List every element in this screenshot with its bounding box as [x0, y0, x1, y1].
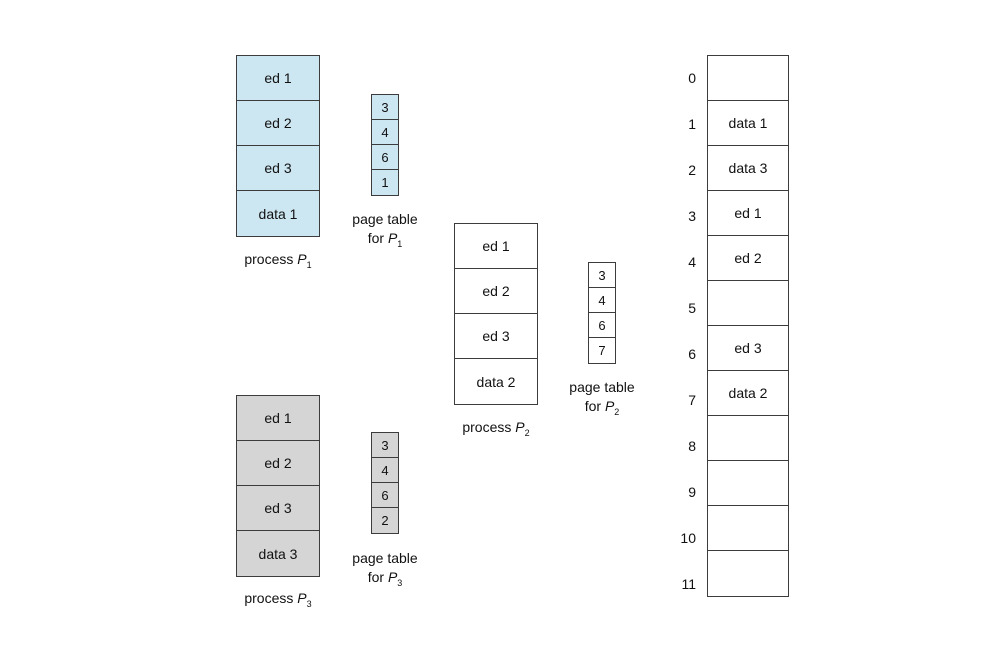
- page-table-p1-entry: 3: [372, 95, 398, 120]
- process-p1-label: process P1: [228, 251, 328, 270]
- process-p3-page: ed 3: [237, 486, 319, 531]
- memory-frame-number: 9: [688, 484, 696, 500]
- page-table-p3-label-line2: for: [367, 569, 385, 585]
- process-p2-page: ed 3: [455, 314, 537, 359]
- page-table-p3-label: page table for P3: [337, 549, 433, 587]
- memory-frame-number: 6: [688, 346, 696, 362]
- page-table-p2-label-sub: 2: [614, 406, 620, 417]
- memory-frame-numbers: 0 1 2 3 4 5 6 7 8 9 10 11: [648, 55, 696, 607]
- memory-frame: [708, 56, 788, 101]
- memory-frame: data 1: [708, 101, 788, 146]
- page-table-p3-entry: 3: [372, 433, 398, 458]
- page-table-p1-label: page table for P1: [337, 210, 433, 248]
- page-table-p3-label-var: P: [387, 569, 398, 585]
- process-p1-label-sub: 1: [306, 259, 312, 270]
- memory-frame: [708, 416, 788, 461]
- memory-frame: ed 2: [708, 236, 788, 281]
- page-table-p2-label: page table for P2: [554, 378, 650, 416]
- page-table-p2-label-var: P: [604, 398, 615, 414]
- page-table-p1-label-line1: page table: [352, 211, 418, 227]
- page-table-p1-label-sub: 1: [397, 238, 403, 249]
- process-p1-label-text: process: [244, 251, 294, 267]
- memory-frame: [708, 551, 788, 596]
- page-table-p3-entry: 6: [372, 483, 398, 508]
- page-table-p1-entry: 4: [372, 120, 398, 145]
- page-table-p2-entry: 6: [589, 313, 615, 338]
- process-p3-page: data 3: [258, 545, 298, 562]
- process-p3-page: ed 2: [237, 441, 319, 486]
- process-p2-label-text: process: [462, 419, 512, 435]
- process-p1-label-var: P: [297, 251, 307, 267]
- process-p1-page: ed 3: [237, 146, 319, 191]
- process-p3-box: ed 1 ed 2 ed 3 data 3: [236, 395, 320, 577]
- page-table-p1-label-var: P: [387, 230, 398, 246]
- memory-frame: ed 1: [708, 191, 788, 236]
- page-table-p3-entry: 4: [372, 458, 398, 483]
- process-p2-label-sub: 2: [524, 427, 530, 438]
- memory-frame-number: 2: [688, 162, 696, 178]
- page-table-p3-entry: 2: [381, 513, 389, 528]
- memory-frame-number: 3: [688, 208, 696, 224]
- page-table-p2-label-line1: page table: [569, 379, 635, 395]
- process-p3-label-sub: 3: [306, 598, 312, 609]
- page-table-p3: 3 4 6 2: [371, 432, 399, 534]
- memory-frame: ed 3: [708, 326, 788, 371]
- process-p2-page: ed 1: [455, 224, 537, 269]
- memory-frame-number: 5: [688, 300, 696, 316]
- page-table-p2-entry: 3: [589, 263, 615, 288]
- page-table-p2-entry: 4: [589, 288, 615, 313]
- memory-frame: [708, 281, 788, 326]
- page-table-p1: 3 4 6 1: [371, 94, 399, 196]
- process-p1-page: ed 1: [237, 56, 319, 101]
- process-p1-page: ed 2: [237, 101, 319, 146]
- memory-frame-number: 1: [688, 116, 696, 132]
- physical-memory: data 1 data 3 ed 1 ed 2 ed 3 data 2: [707, 55, 789, 597]
- memory-frame-number: 7: [688, 392, 696, 408]
- page-table-p3-label-line1: page table: [352, 550, 418, 566]
- memory-frame-number: 8: [688, 438, 696, 454]
- page-table-p2: 3 4 6 7: [588, 262, 616, 364]
- memory-frame-number: 11: [681, 576, 696, 592]
- page-table-p2-entry: 7: [598, 343, 606, 358]
- process-p1-page: data 1: [258, 205, 298, 222]
- process-p3-label: process P3: [228, 590, 328, 609]
- page-table-p3-label-sub: 3: [397, 577, 403, 588]
- page-table-p1-label-line2: for: [367, 230, 385, 246]
- process-p2-page: ed 2: [455, 269, 537, 314]
- memory-frame: [708, 506, 788, 551]
- page-table-p2-label-line2: for: [584, 398, 602, 414]
- process-p3-page: ed 1: [237, 396, 319, 441]
- process-p2-page: data 2: [476, 373, 516, 390]
- process-p2-label: process P2: [446, 419, 546, 438]
- page-table-p1-entry: 6: [372, 145, 398, 170]
- page-table-p1-entry: 1: [381, 175, 389, 190]
- memory-frame: data 2: [708, 371, 788, 416]
- process-p2-box: ed 1 ed 2 ed 3 data 2: [454, 223, 538, 405]
- process-p1-box: ed 1 ed 2 ed 3 data 1: [236, 55, 320, 237]
- memory-frame: [708, 461, 788, 506]
- process-p3-label-var: P: [297, 590, 307, 606]
- memory-frame-number: 4: [688, 254, 696, 270]
- process-p2-label-var: P: [515, 419, 525, 435]
- memory-frame-number: 0: [688, 70, 696, 86]
- memory-frame: data 3: [708, 146, 788, 191]
- memory-frame-number: 10: [680, 530, 696, 546]
- process-p3-label-text: process: [244, 590, 294, 606]
